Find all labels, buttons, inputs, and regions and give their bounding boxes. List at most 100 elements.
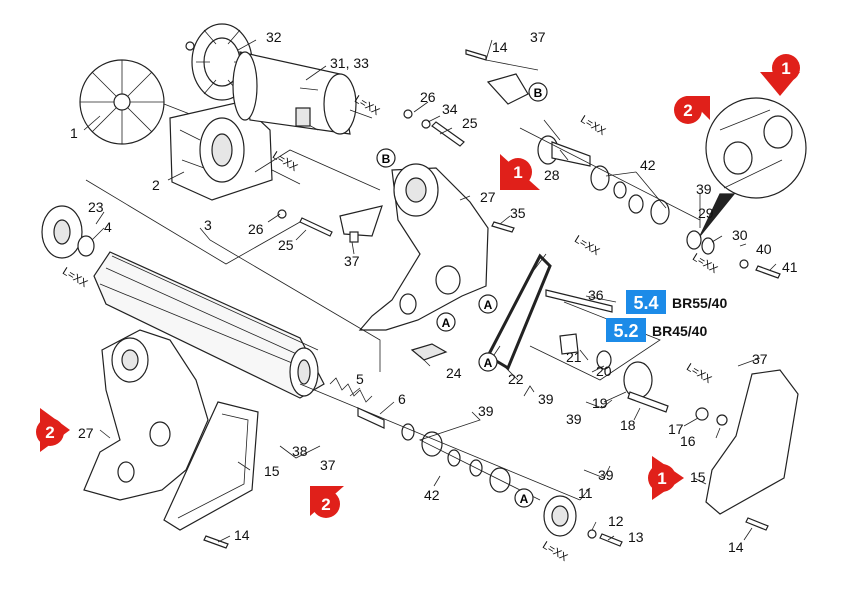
- svg-text:2: 2: [321, 495, 330, 514]
- callout: 28: [544, 167, 560, 183]
- connector-letter: B: [382, 152, 391, 166]
- callout: 19: [592, 395, 608, 411]
- callout: 39: [478, 403, 494, 419]
- callout: 12: [608, 513, 624, 529]
- badge-1-top-right: 1: [760, 54, 800, 96]
- pulley-set-part: [559, 333, 728, 426]
- callout: 42: [424, 487, 440, 503]
- callout: 37: [320, 457, 336, 473]
- callout: 14: [492, 39, 508, 55]
- callout: 36: [588, 287, 604, 303]
- callout: 37: [344, 253, 360, 269]
- length-label: L=XX: [540, 539, 570, 564]
- badge-1-center: 1: [500, 154, 540, 190]
- connector-letter: A: [442, 316, 451, 330]
- badge-1-right: 1: [648, 456, 684, 500]
- callout: 39: [598, 467, 614, 483]
- callout: 27: [480, 189, 496, 205]
- callout: 39: [538, 391, 554, 407]
- left-housing-part: [83, 329, 209, 501]
- callout: 4: [104, 219, 112, 235]
- connector-letter: A: [520, 492, 529, 506]
- callout: 15: [264, 463, 280, 479]
- svg-text:1: 1: [657, 469, 666, 488]
- callout: 25: [462, 115, 478, 131]
- callout: 6: [398, 391, 406, 407]
- connector-a: A: [436, 312, 456, 332]
- screw-center: [277, 209, 515, 237]
- sprocket-part: [543, 495, 623, 547]
- length-label: L=XX: [60, 265, 90, 290]
- svg-text:2: 2: [45, 423, 54, 442]
- svg-text:1: 1: [513, 163, 522, 182]
- gear-housing-part: [358, 163, 489, 331]
- leader-lines: [83, 39, 777, 543]
- red-badges: 1 2 1 2 2 1: [36, 54, 800, 518]
- callout: 21: [566, 349, 582, 365]
- callout: 13: [628, 529, 644, 545]
- callout: 41: [782, 259, 798, 275]
- callout: 18: [620, 417, 636, 433]
- callout: 25: [278, 237, 294, 253]
- callout: 17: [668, 421, 684, 437]
- connector-letter: A: [484, 298, 493, 312]
- variant-model: BR45/40: [652, 323, 707, 339]
- motor-housing-part: [232, 51, 373, 135]
- connector-a: A: [514, 488, 534, 508]
- callout: 2: [152, 177, 160, 193]
- detail-zoom: [699, 97, 807, 237]
- callout: 3: [204, 217, 212, 233]
- callout: 16: [680, 433, 696, 449]
- spring-part: [329, 377, 385, 429]
- callout: 35: [510, 205, 526, 221]
- variant-5-2: 5.2 BR45/40: [606, 318, 707, 342]
- callout: 11: [578, 485, 593, 501]
- callout: 30: [732, 227, 748, 243]
- badge-2-bottom: 2: [310, 486, 344, 518]
- variant-5-4: 5.4 BR55/40: [626, 290, 727, 314]
- right-cover-part: [705, 369, 799, 531]
- callout: 24: [446, 365, 462, 381]
- length-label: L=XX: [578, 113, 608, 138]
- length-label: L=XX: [684, 361, 714, 386]
- badge-2-left: 2: [36, 408, 70, 452]
- callout: 39: [566, 411, 582, 427]
- callout: 37: [752, 351, 768, 367]
- left-cover-part: [163, 401, 259, 549]
- connector-markers: A A A A B B: [376, 82, 548, 508]
- callout: 26: [248, 221, 264, 237]
- callout: 22: [508, 371, 524, 387]
- callout: 29: [698, 205, 714, 221]
- connector-b: B: [528, 82, 548, 102]
- callout: 20: [596, 363, 612, 379]
- callout: 31, 33: [330, 55, 369, 71]
- washer-screw-top: [403, 109, 465, 147]
- brush-roller-part: [93, 251, 325, 399]
- callout-numbers: 1 2 3 4 5 6 11 12 13 14 14 14 15 15 16 1…: [70, 29, 798, 555]
- callout: 40: [756, 241, 772, 257]
- bracket-part: [339, 205, 383, 243]
- callout: 38: [292, 443, 308, 459]
- callout: 42: [640, 157, 656, 173]
- callout: 15: [690, 469, 706, 485]
- brush-end-disc-part: [41, 205, 95, 259]
- callout: 39: [696, 181, 712, 197]
- variant-model: BR55/40: [672, 295, 727, 311]
- connector-letter: A: [484, 356, 493, 370]
- callout: 1: [70, 125, 78, 141]
- callout: 34: [442, 101, 458, 117]
- connector-letter: B: [534, 86, 543, 100]
- callout: 27: [78, 425, 94, 441]
- clip-part: [410, 343, 448, 361]
- connector-b: B: [376, 148, 396, 168]
- length-label: L=XX: [572, 233, 602, 258]
- badge-2-top-right: 2: [674, 96, 710, 124]
- callout: 14: [728, 539, 744, 555]
- length-label: L=XX: [690, 251, 720, 276]
- svg-text:1: 1: [781, 59, 790, 78]
- variant-number: 5.4: [633, 293, 658, 313]
- variant-number: 5.2: [613, 321, 638, 341]
- top-cover-part: [465, 49, 529, 105]
